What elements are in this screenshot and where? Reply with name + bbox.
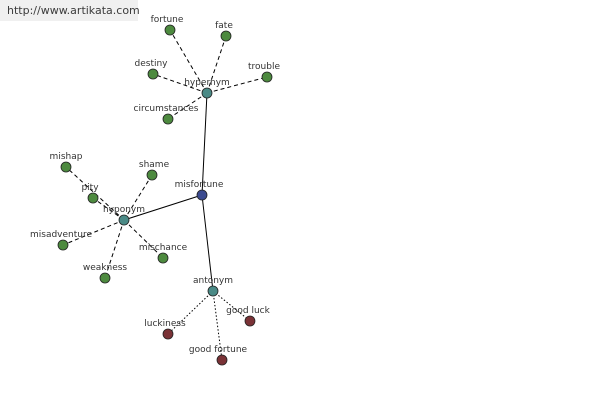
edge-hypernym-fortune [169,29,208,94]
edge-hyponym-weakness [104,219,125,279]
node-weakness[interactable] [99,272,111,284]
node-good-luck[interactable] [244,315,256,327]
edge-misfortune-antonym [201,194,214,292]
node-luckiness[interactable] [162,328,174,340]
node-label-fortune[interactable]: fortune [151,15,184,25]
node-label-mischance[interactable]: mischance [139,243,188,253]
node-label-shame[interactable]: shame [139,160,170,170]
node-label-misadventure[interactable]: misadventure [30,230,92,240]
edge-misfortune-hypernym [201,92,208,196]
node-shame[interactable] [146,169,158,181]
graph-nodes [57,24,273,366]
node-hypernym[interactable] [201,87,213,99]
node-label-good-luck[interactable]: good luck [226,306,270,316]
url-banner[interactable]: http://www.artikata.com [0,0,140,21]
graph-labels: misfortune hypernym hyponym antonym fortune f… [30,15,280,355]
edge-hyponym-shame [123,174,153,221]
node-label-misfortune[interactable]: misfortune [175,180,224,190]
edge-hypernym-circumstances [167,92,208,120]
node-label-fate[interactable]: fate [215,21,233,31]
edge-hyponym-pity [92,197,125,221]
node-destiny[interactable] [147,68,159,80]
node-antonym[interactable] [207,285,219,297]
node-label-destiny[interactable]: destiny [135,59,169,69]
edge-hypernym-destiny [152,73,208,94]
node-fortune[interactable] [164,24,176,36]
node-fate[interactable] [220,30,232,42]
node-label-mishap[interactable]: mishap [50,152,83,162]
graph-edges [62,29,268,361]
node-circumstances[interactable] [162,113,174,125]
edge-antonym-good-fortune [212,290,223,361]
edge-hypernym-trouble [206,76,268,94]
node-label-pity[interactable]: pity [81,183,99,193]
node-label-good-fortune[interactable]: good fortune [189,345,248,355]
node-good-fortune[interactable] [216,354,228,366]
node-mishap[interactable] [60,161,72,173]
edge-antonym-good-luck [212,290,251,322]
node-trouble[interactable] [261,71,273,83]
edge-hyponym-mischance [123,219,164,259]
node-label-hyponym[interactable]: hyponym [103,205,145,215]
node-label-weakness[interactable]: weakness [83,263,128,273]
edge-hyponym-mishap [65,166,125,221]
node-mischance[interactable] [157,252,169,264]
node-label-trouble[interactable]: trouble [248,62,280,72]
node-misfortune[interactable] [196,189,208,201]
edge-hyponym-misadventure [62,219,125,246]
node-pity[interactable] [87,192,99,204]
node-label-antonym[interactable]: antonym [193,276,233,286]
node-label-hypernym[interactable]: hypernym [184,78,230,88]
node-misadventure[interactable] [57,239,69,251]
node-label-luckiness[interactable]: luckiness [144,319,186,329]
edge-hypernym-fate [206,35,227,94]
url-text[interactable]: http://www.artikata.com [7,4,140,17]
edge-misfortune-hyponym [123,194,203,221]
node-hyponym[interactable] [118,214,130,226]
node-label-circumstances[interactable]: circumstances [134,104,199,114]
